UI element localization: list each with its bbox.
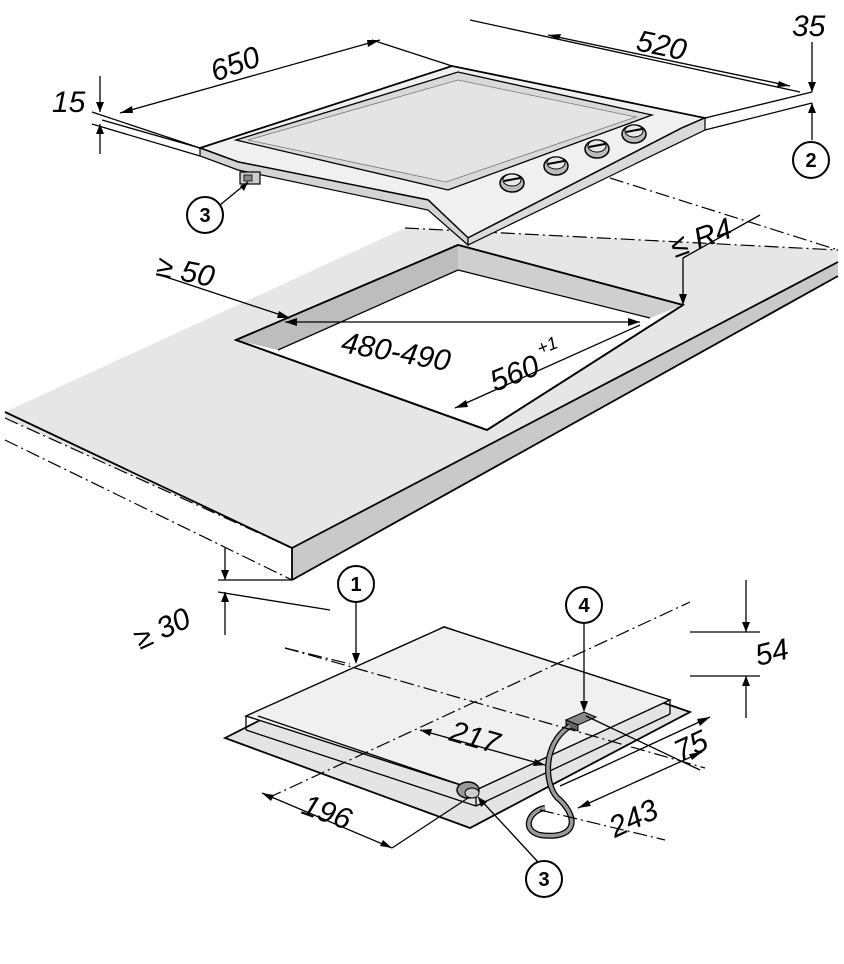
svg-text:1: 1 bbox=[350, 574, 361, 596]
callout-1: 1 bbox=[337, 565, 375, 664]
dim-35: 35 bbox=[792, 10, 826, 140]
dim-label-650: 650 bbox=[206, 40, 265, 88]
hob-frame-right bbox=[467, 117, 706, 246]
dim-label-520: 520 bbox=[634, 25, 690, 68]
svg-text:4: 4 bbox=[578, 595, 590, 617]
dim-label-54: 54 bbox=[752, 633, 792, 673]
gas-hob bbox=[197, 65, 708, 247]
hob-underside bbox=[222, 626, 693, 839]
worktop-front-edge bbox=[292, 262, 838, 580]
callout-4: 4 bbox=[565, 586, 603, 712]
callout-3-bottom: 3 bbox=[477, 796, 563, 898]
control-knob-icon bbox=[543, 156, 569, 176]
gas-connection-icon bbox=[456, 781, 480, 799]
gas-connection-icon bbox=[239, 171, 261, 185]
control-knob-icon bbox=[621, 124, 647, 144]
svg-text:3: 3 bbox=[199, 205, 210, 227]
dim-label-min-50: ≥ 50 bbox=[154, 250, 218, 294]
dim-15: 15 bbox=[52, 76, 201, 157]
dim-label-min-30: ≥ 30 bbox=[129, 602, 196, 657]
dim-label-243: 243 bbox=[603, 793, 664, 845]
control-knob-icon bbox=[499, 173, 525, 193]
dim-label-35: 35 bbox=[792, 10, 826, 43]
dim-label-15: 15 bbox=[52, 86, 86, 119]
cutout-inner-wall-right bbox=[458, 245, 683, 318]
svg-text:2: 2 bbox=[805, 150, 816, 172]
callout-2: 2 bbox=[792, 141, 830, 179]
callout-3-top: 3 bbox=[186, 181, 249, 234]
dim-54: 54 bbox=[690, 580, 792, 718]
dim-label-75: 75 bbox=[669, 724, 713, 768]
control-knob-icon bbox=[584, 139, 610, 159]
svg-text:3: 3 bbox=[538, 869, 549, 891]
connection-box-icon bbox=[564, 711, 598, 732]
